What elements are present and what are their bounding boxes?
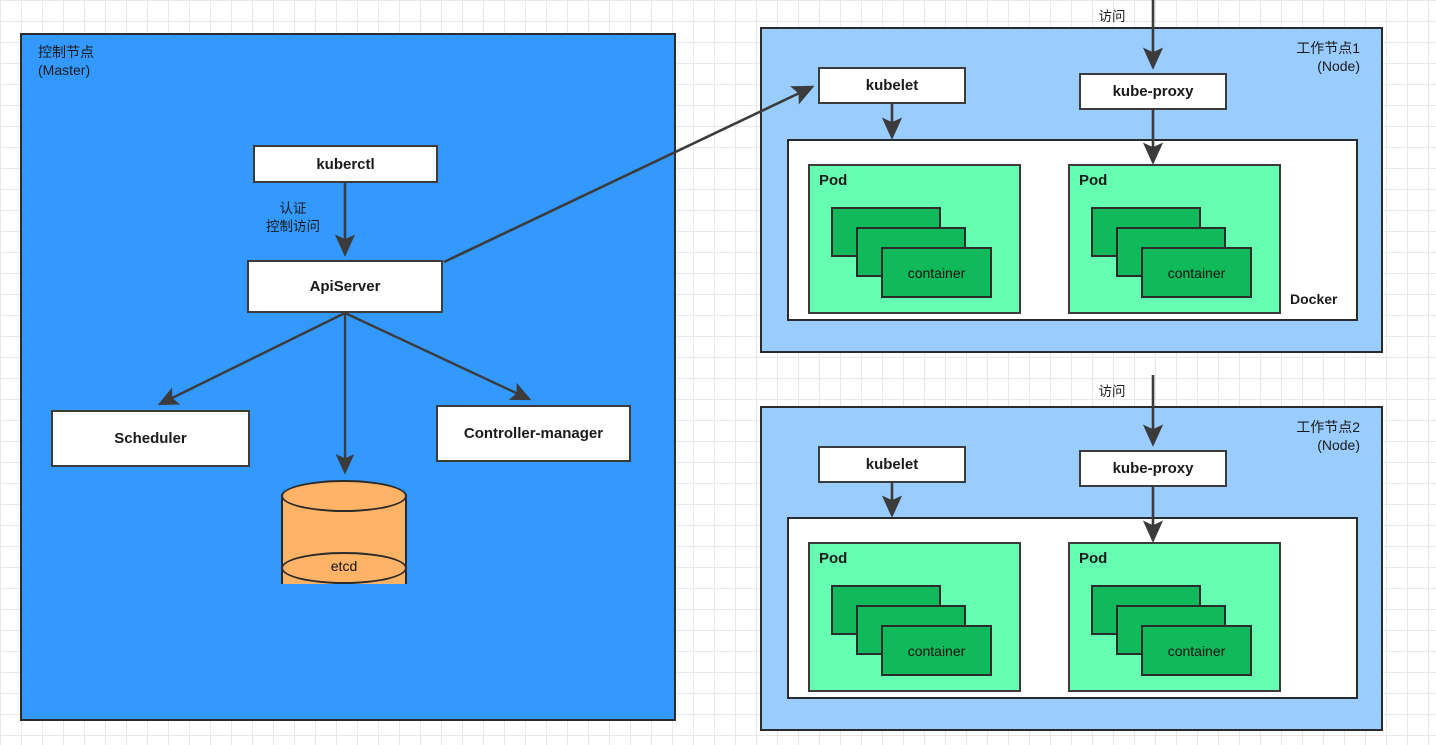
node2-pod-2-label: Pod [1079, 550, 1108, 567]
node2-label-line1: 工作节点2 [1296, 419, 1360, 435]
kuberctl-box[interactable]: kuberctl [253, 145, 438, 183]
master-label-line1: 控制节点 [38, 44, 94, 60]
node1-access-label: 访问 [1098, 9, 1126, 24]
node2-pod-2[interactable]: Pod container [1068, 542, 1281, 692]
node2-pod-2-container-front[interactable]: container [1141, 625, 1252, 676]
node1-pod-2-label: Pod [1079, 172, 1108, 189]
node2-label-line2: (Node) [1317, 436, 1360, 453]
master-region-label: 控制节点 (Master) [38, 44, 238, 80]
etcd-cylinder[interactable]: etcd [281, 480, 407, 602]
node2-pod-1[interactable]: Pod container [808, 542, 1021, 692]
controller-manager-box[interactable]: Controller-manager [436, 405, 631, 462]
node2-access-label: 访问 [1098, 384, 1126, 399]
auth-access-edge-label: 认证 控制访问 [233, 200, 353, 235]
node1-pod-1[interactable]: Pod container [808, 164, 1021, 314]
node1-pod-1-label: Pod [819, 172, 848, 189]
node2-kubelet-box[interactable]: kubelet [818, 446, 966, 483]
auth-label-line2: 控制访问 [266, 218, 320, 234]
node2-pod-1-container-front[interactable]: container [881, 625, 992, 676]
node1-label-line1: 工作节点1 [1296, 40, 1360, 56]
etcd-cylinder-top-cap [281, 480, 407, 512]
apiserver-box[interactable]: ApiServer [247, 260, 443, 313]
node1-pod-1-container-front[interactable]: container [881, 247, 992, 298]
scheduler-box[interactable]: Scheduler [51, 410, 250, 467]
worker-node-1-label: 工作节点1 (Node) [1183, 40, 1360, 76]
master-node-region [20, 33, 676, 721]
worker-node-2-label: 工作节点2 (Node) [1183, 419, 1360, 455]
etcd-cylinder-bottom-cap [281, 552, 407, 584]
node1-runtime-label: Docker [1290, 291, 1338, 307]
auth-label-line1: 认证 [279, 201, 307, 216]
node1-pod-2-container-front[interactable]: container [1141, 247, 1252, 298]
master-label-line2: (Master) [38, 61, 91, 78]
node1-kubelet-box[interactable]: kubelet [818, 67, 966, 104]
node1-label-line2: (Node) [1317, 57, 1360, 74]
node2-kube-proxy-box[interactable]: kube-proxy [1079, 450, 1227, 487]
node1-kube-proxy-box[interactable]: kube-proxy [1079, 73, 1227, 110]
etcd-label: etcd [330, 558, 358, 574]
node1-pod-2[interactable]: Pod container [1068, 164, 1281, 314]
node2-pod-1-label: Pod [819, 550, 848, 567]
